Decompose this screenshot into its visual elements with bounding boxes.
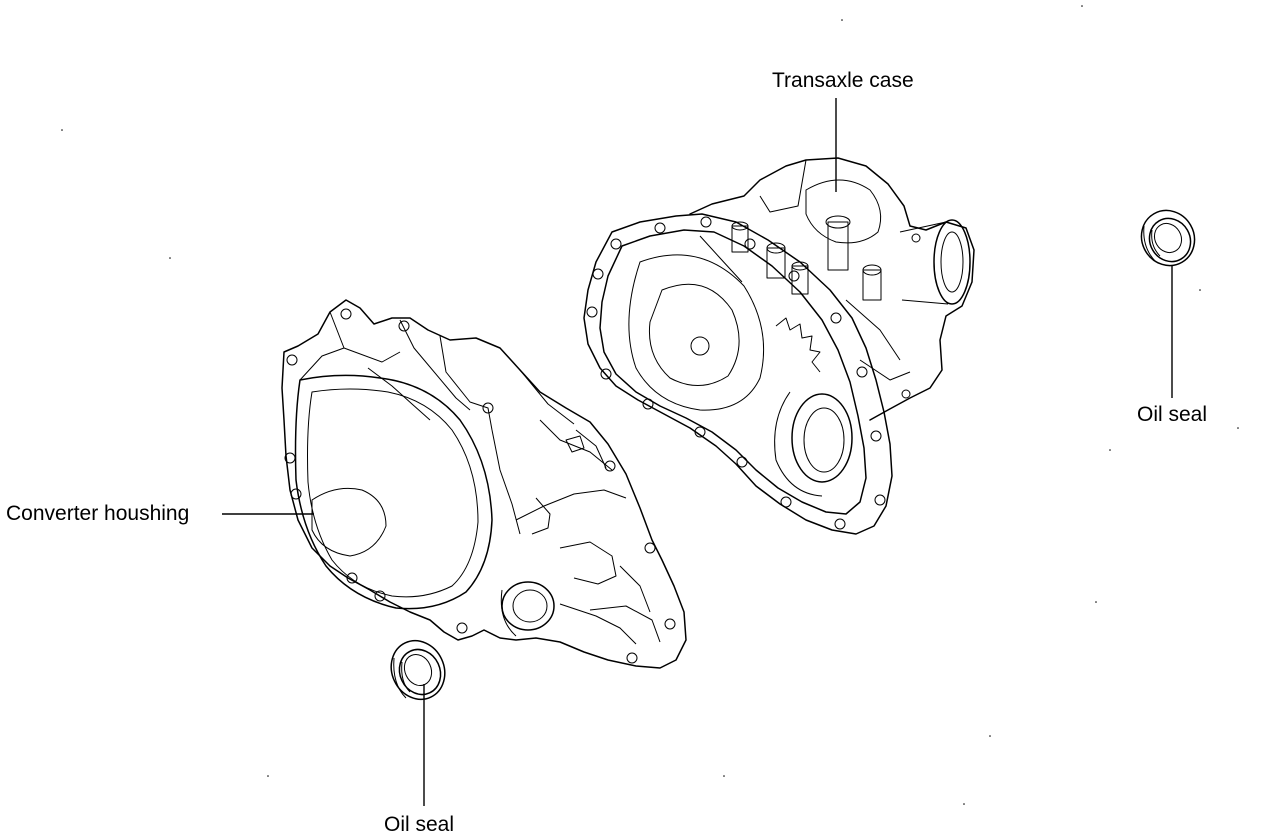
converter-housing-drawing	[281, 299, 687, 669]
label-converter-housing: Converter houshing	[6, 502, 190, 525]
transaxle-case-drawing	[583, 157, 975, 535]
scan-specks	[61, 5, 1239, 805]
oil-seal-right-drawing	[1140, 209, 1196, 267]
label-oil-seal-right: Oil seal	[1137, 403, 1208, 426]
label-transaxle-case: Transaxle case	[772, 69, 914, 92]
label-oil-seal-bottom: Oil seal	[384, 813, 455, 836]
oil-seal-bottom-drawing	[390, 639, 446, 701]
